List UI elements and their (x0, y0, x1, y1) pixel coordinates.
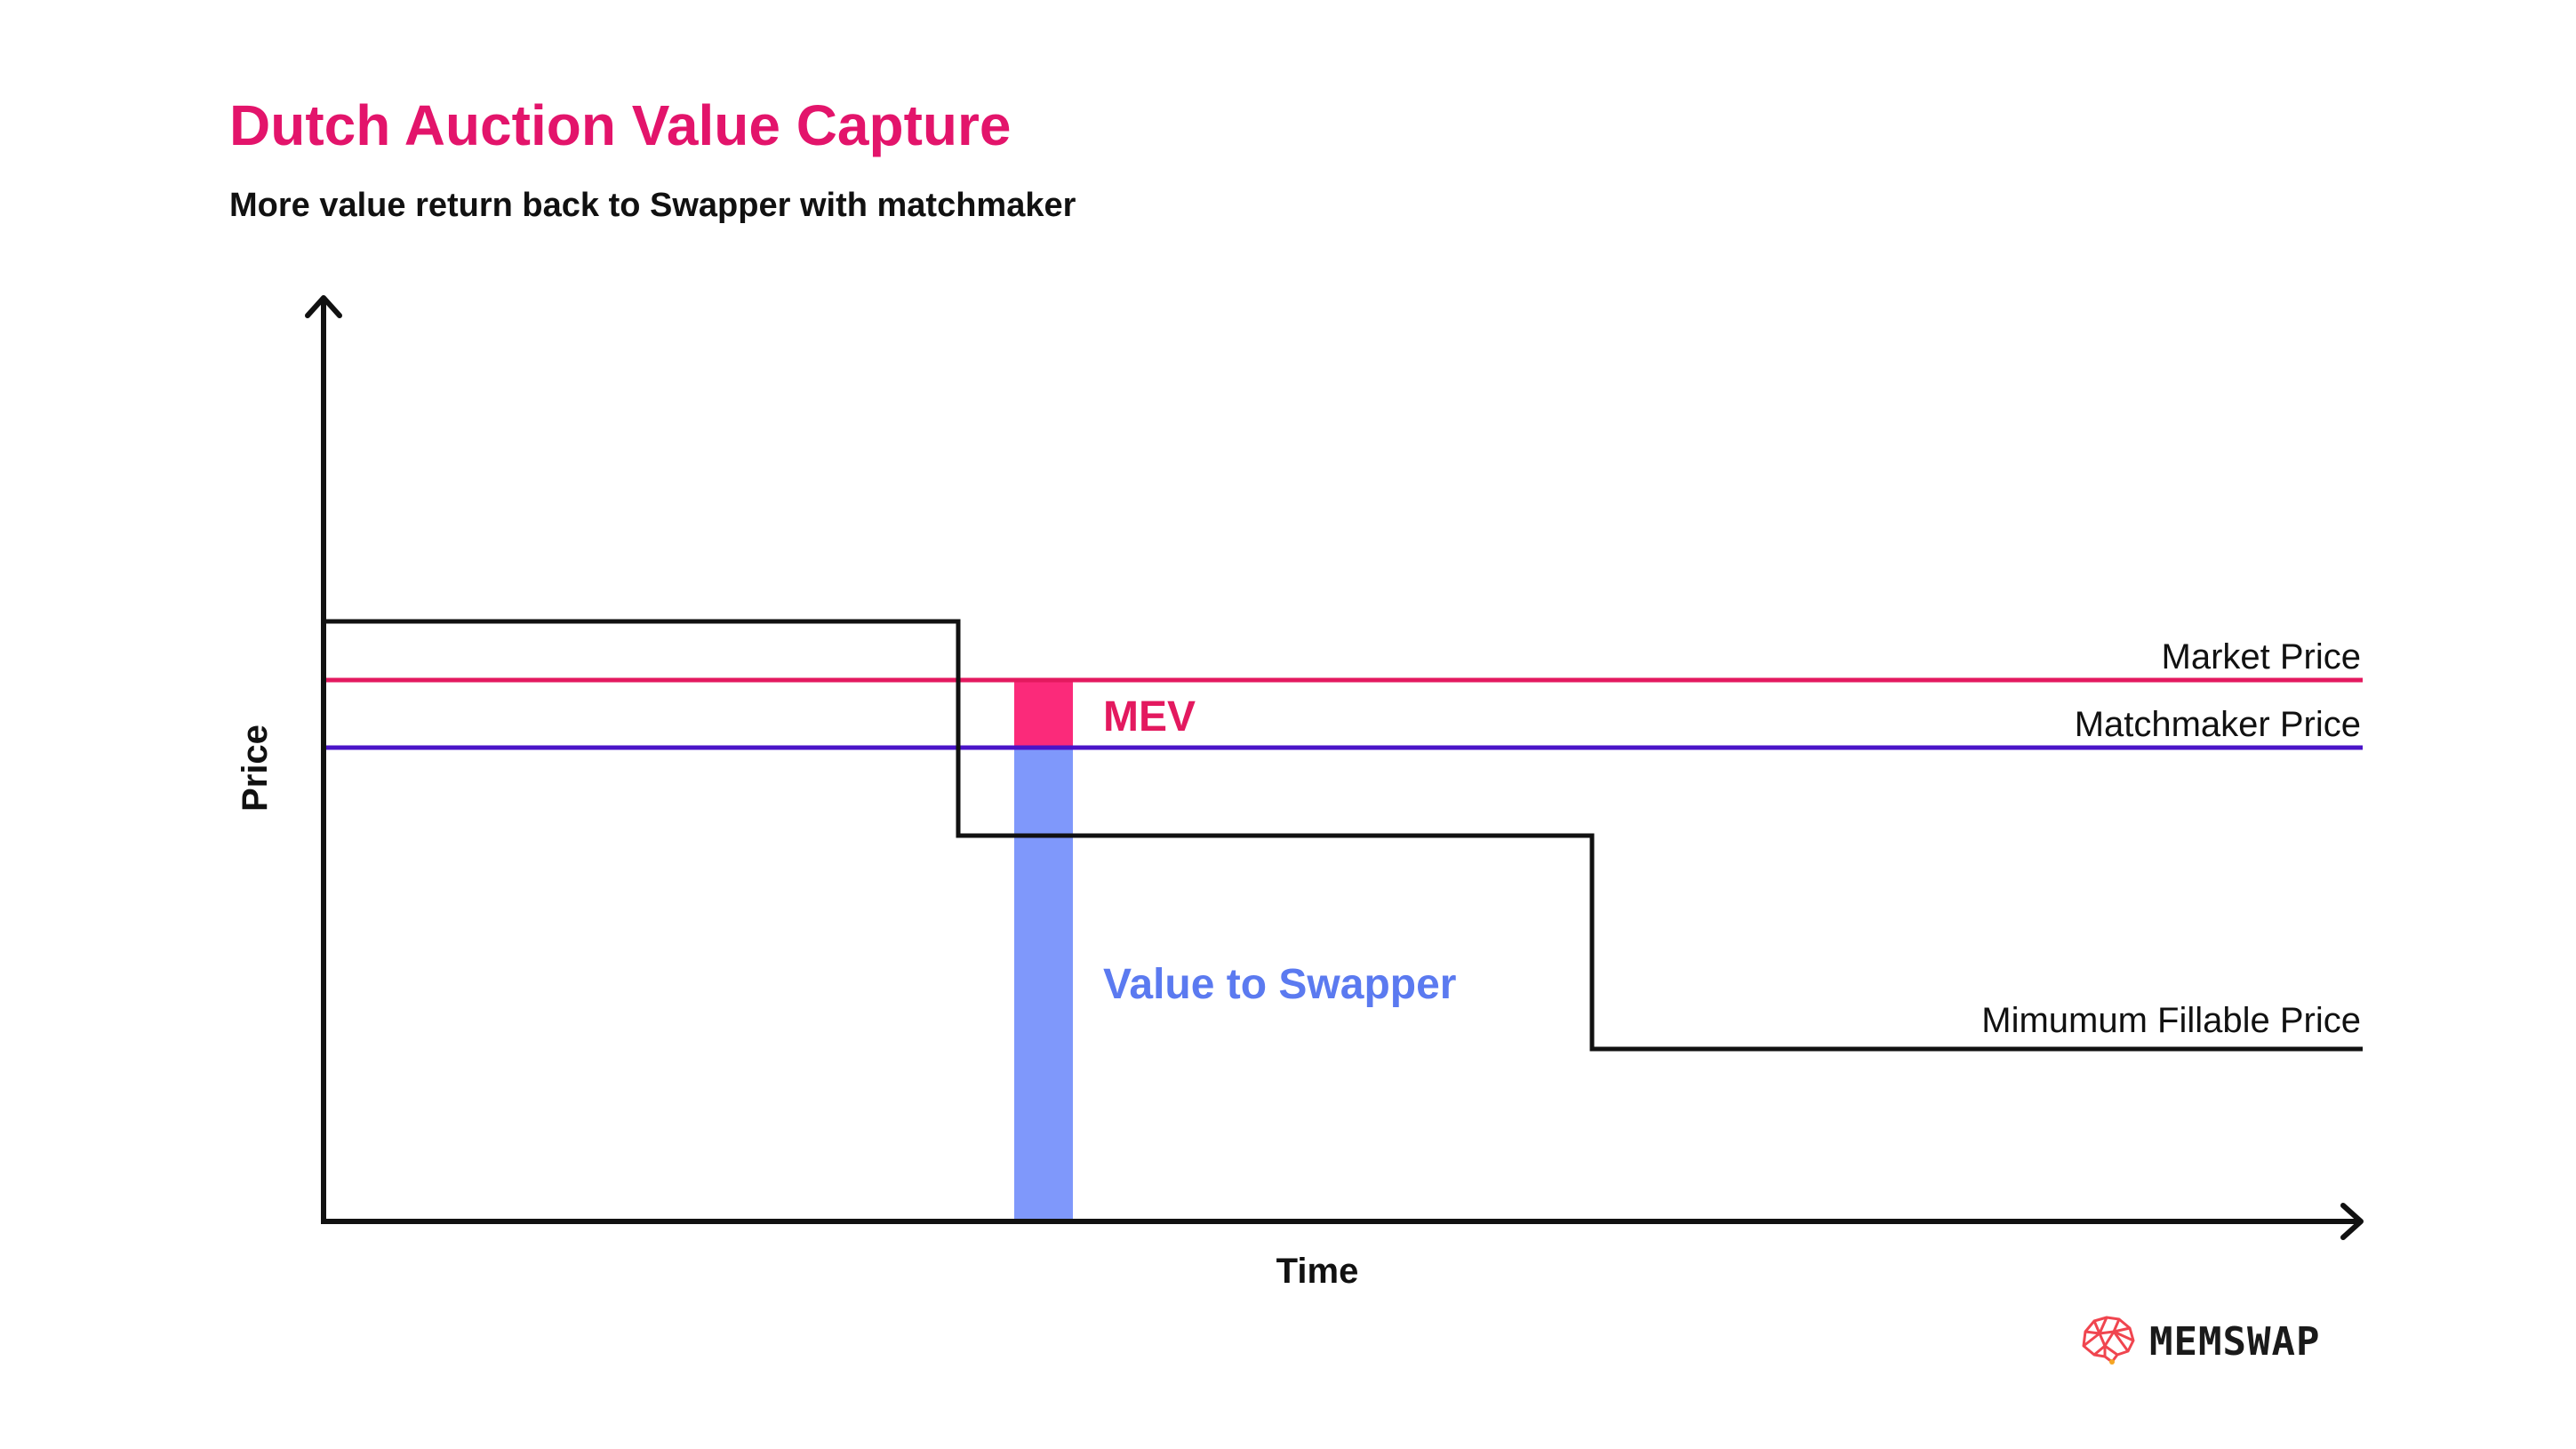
mev-bar (1014, 680, 1073, 748)
value-to-swapper-label: Value to Swapper (1103, 961, 1456, 1008)
diagram-title: Dutch Auction Value Capture (229, 93, 1012, 157)
auction-price-step-line (325, 619, 2363, 1052)
mev-label: MEV (1103, 693, 1196, 741)
market-price-label: Market Price (2162, 637, 2362, 676)
minimum-fillable-price-label: Mimumum Fillable Price (1981, 1001, 2361, 1040)
x-axis-arrow-icon (2340, 1203, 2364, 1240)
brain-icon (2078, 1314, 2137, 1370)
y-axis-arrow-icon (305, 295, 342, 318)
swapper-value-bar (1014, 748, 1073, 1219)
brand-name: MEMSWAP (2149, 1319, 2321, 1365)
matchmaker-price-label: Matchmaker Price (2075, 705, 2361, 744)
brand-logo: MEMSWAP (2078, 1314, 2320, 1370)
y-axis-title: Price (236, 724, 275, 812)
diagram-subtitle: More value return back to Swapper with m… (229, 187, 1076, 224)
x-axis-title: Time (1276, 1252, 1359, 1291)
